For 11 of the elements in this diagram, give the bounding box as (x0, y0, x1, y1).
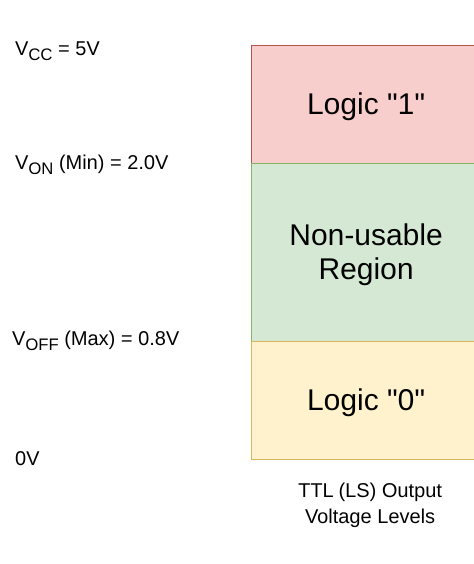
level-band (251, 341, 474, 460)
band-label: Logic "0" (306, 384, 426, 418)
band-label: Logic "1" (306, 88, 426, 122)
voltage-label: V$_{ON}$ (Min) = 2.0V (15, 152, 168, 179)
level-band (251, 45, 474, 164)
level-band (251, 163, 474, 342)
caption: TTL (LS) Output Voltage Levels (297, 479, 443, 530)
band-label: Non-usable Region (288, 218, 444, 286)
voltage-label: V$_{OFF}$ (Max) = 0.8V (12, 328, 180, 355)
voltage-label: 0V (15, 448, 40, 471)
voltage-label: V$_{CC}$ = 5V (15, 38, 100, 65)
